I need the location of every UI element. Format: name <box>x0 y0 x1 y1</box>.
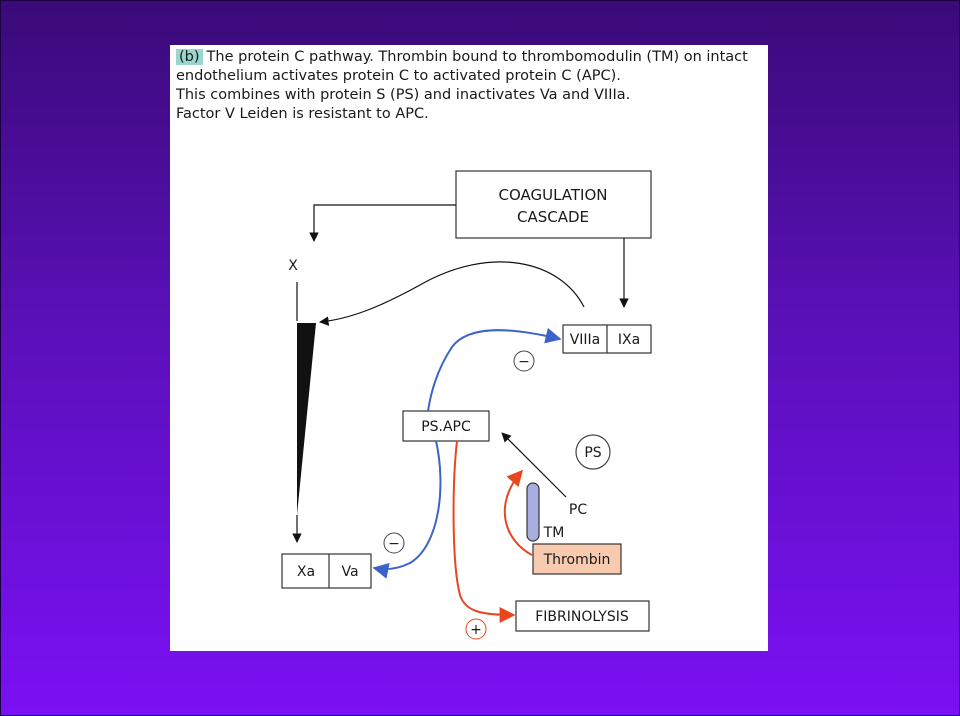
fibrinolysis-label: FIBRINOLYSIS <box>535 609 629 625</box>
coagulation-label-line1: COAGULATION <box>498 186 607 204</box>
tm-label: TM <box>543 525 565 541</box>
activate-fibrinolysis-arrow <box>452 440 516 623</box>
tenase-to-x-arrow <box>319 261 585 326</box>
fibrinolysis-box: FIBRINOLYSIS <box>515 600 650 632</box>
thrombin-box: Thrombin <box>532 543 622 575</box>
coagulation-cascade-box: COAGULATION CASCADE <box>455 170 652 239</box>
protein-c-pathway-diagram: COAGULATION CASCADE X VIIIa IXa − <box>281 170 652 640</box>
activation-sign-fibrinolysis: + <box>465 618 487 640</box>
inhibition-sign-viiia: − <box>513 350 535 372</box>
thrombin-activates-pc-arrow <box>503 469 533 556</box>
caption-line-4: Factor V Leiden is resistant to APC. <box>176 106 429 122</box>
figure-panel: (b)The protein C pathway. Thrombin bound… <box>170 45 768 651</box>
ixa-label: IXa <box>618 332 640 348</box>
pc-to-psapc-arrow <box>501 432 567 498</box>
viiia-label: VIIIa <box>570 332 601 348</box>
coagulation-label-line2: CASCADE <box>517 208 589 226</box>
inhibition-sign-va: − <box>383 532 405 554</box>
xa-va-box: Xa Va <box>281 553 372 589</box>
caption-line-3: This combines with protein S (PS) and in… <box>176 87 631 103</box>
caption-line-1: (b)The protein C pathway. Thrombin bound… <box>176 48 764 67</box>
minus-sign-va: − <box>388 536 400 552</box>
caption-text-1: The protein C pathway. Thrombin bound to… <box>206 49 748 65</box>
caption-line-2: endothelium activates protein C to activ… <box>176 68 621 84</box>
inhibit-viiia-arrow <box>427 327 562 412</box>
amplification-wedge <box>297 323 316 515</box>
ps-apc-box: PS.APC <box>402 410 490 442</box>
minus-sign-viiia: − <box>518 354 530 370</box>
va-label: Va <box>341 564 358 580</box>
figure-caption: (b)The protein C pathway. Thrombin bound… <box>176 48 764 124</box>
thrombomodulin-node: TM <box>526 482 565 542</box>
thrombin-label: Thrombin <box>543 552 611 568</box>
xa-label: Xa <box>297 564 315 580</box>
cascade-to-x-arrow <box>309 204 456 242</box>
viiia-ixa-box: VIIIa IXa <box>562 324 652 354</box>
caption-label: (b) <box>176 49 203 65</box>
inhibit-va-arrow <box>372 440 442 579</box>
factor-x-label: X <box>288 258 298 274</box>
protein-s-node: PS <box>575 434 611 470</box>
plus-sign-fibrinolysis: + <box>470 622 482 638</box>
ps-apc-label: PS.APC <box>421 419 471 435</box>
pc-label: PC <box>569 502 587 518</box>
ps-label: PS <box>584 445 601 461</box>
